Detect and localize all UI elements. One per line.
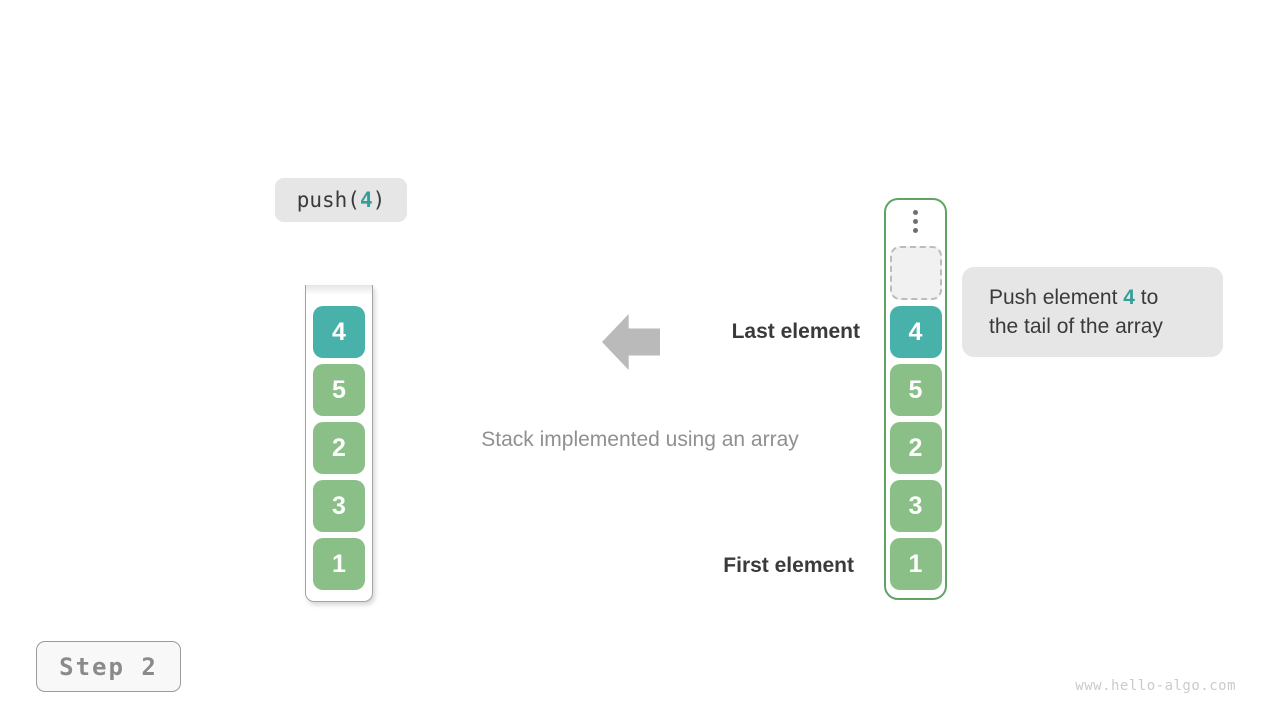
empty-slot-placeholder bbox=[889, 246, 942, 300]
dot bbox=[913, 219, 918, 224]
step-badge: Step 2 bbox=[36, 641, 181, 692]
array-cell: 5 bbox=[889, 364, 942, 416]
watermark: www.hello-algo.com bbox=[1075, 678, 1236, 694]
array-cell: 1 bbox=[889, 538, 942, 590]
last-element-label: Last element bbox=[731, 320, 860, 343]
push-prefix: push( bbox=[296, 188, 360, 212]
tooltip-line2: the tail of the array bbox=[989, 315, 1163, 338]
array-cell: 4 bbox=[889, 306, 942, 358]
stack-cell: 1 bbox=[313, 538, 365, 590]
first-element-label: First element bbox=[723, 554, 854, 577]
dot bbox=[913, 210, 918, 215]
tooltip-value: 4 bbox=[1123, 286, 1135, 309]
array-cell: 3 bbox=[889, 480, 942, 532]
annotation-tooltip: Push element 4 to the tail of the array bbox=[962, 267, 1223, 357]
push-operation-label: push(4) bbox=[275, 178, 407, 222]
tooltip-line1-post: to bbox=[1134, 286, 1159, 309]
stack-cell: 3 bbox=[313, 480, 365, 532]
array-cells: 4 5 2 3 1 bbox=[889, 306, 942, 590]
array-cell: 2 bbox=[889, 422, 942, 474]
step-label: Step 2 bbox=[59, 652, 158, 681]
stack-cell: 5 bbox=[313, 364, 365, 416]
stack-cell: 4 bbox=[313, 306, 365, 358]
dot bbox=[913, 228, 918, 233]
stack-container: 4 5 2 3 1 bbox=[305, 285, 373, 602]
stack-cells: 4 5 2 3 1 bbox=[313, 306, 365, 590]
vertical-ellipsis-icon bbox=[913, 210, 918, 233]
push-suffix: ) bbox=[372, 188, 386, 212]
tooltip-text: Push element 4 to the tail of the array bbox=[989, 283, 1163, 341]
tooltip-line1-pre: Push element bbox=[989, 286, 1124, 309]
caption-text: Stack implemented using an array bbox=[481, 428, 799, 451]
array-container: 4 5 2 3 1 bbox=[884, 198, 947, 600]
stack-cell: 2 bbox=[313, 422, 365, 474]
push-value: 4 bbox=[359, 188, 373, 212]
